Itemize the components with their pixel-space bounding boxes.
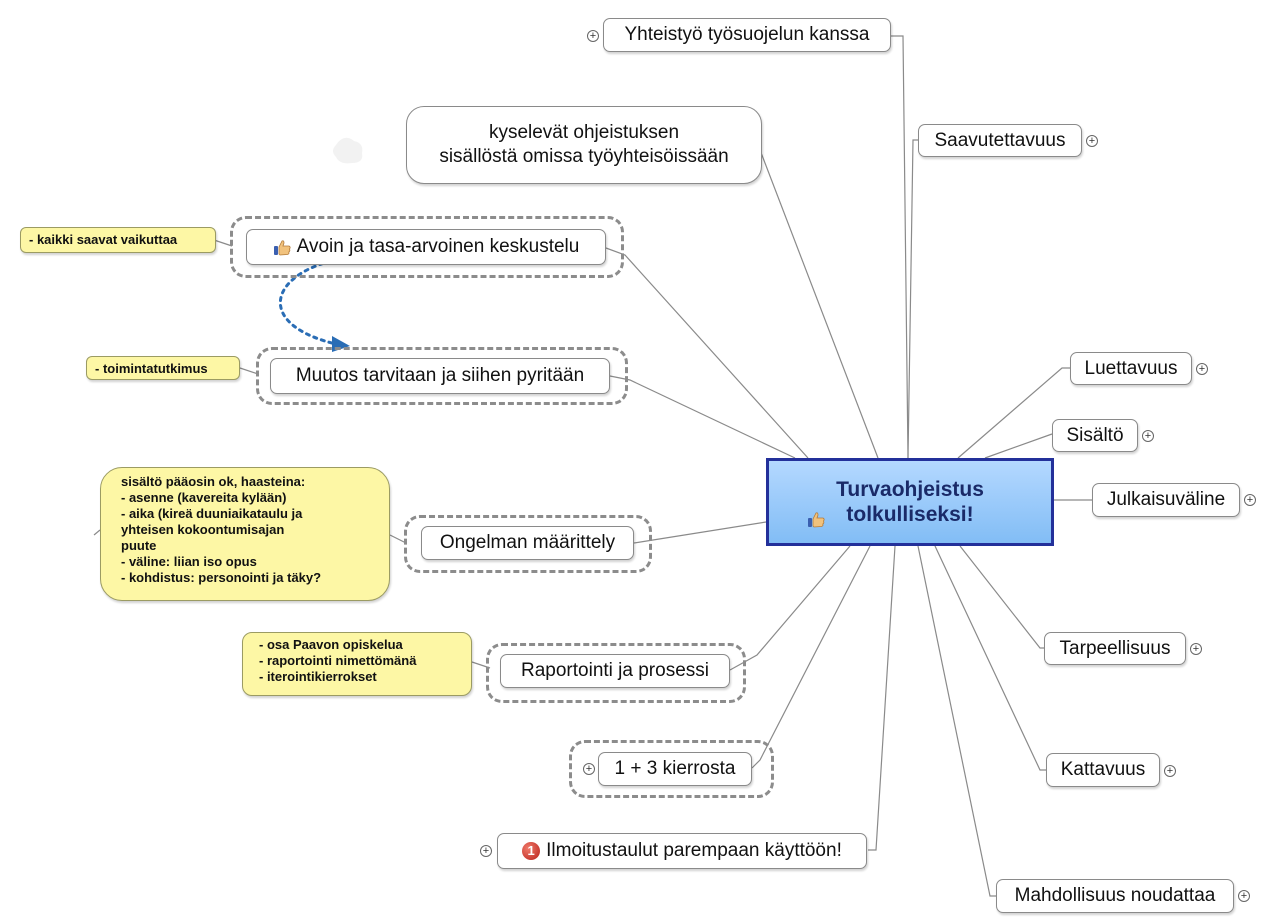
note-ongelma-line: - väline: liian iso opus xyxy=(121,554,257,569)
note-raportointi-line: - iterointikierrokset xyxy=(259,669,377,684)
note-raportointi-line: - osa Paavon opiskelua xyxy=(259,637,403,652)
note-avoin[interactable]: - kaikki saavat vaikuttaa xyxy=(20,227,216,253)
expand-icon-kattavuus[interactable]: + xyxy=(1164,765,1176,777)
connector-kyselevat xyxy=(759,149,879,459)
connector-ilmoitustaulut xyxy=(868,545,896,851)
expand-icon-saavutettavuus[interactable]: + xyxy=(1086,135,1098,147)
topic-kyselevat-line2: sisällöstä omissa työyhteisöissään xyxy=(439,146,729,167)
boundary-ongelma xyxy=(404,515,652,573)
topic-yhteistyo-label: Yhteistyö työsuojelun kanssa xyxy=(624,24,870,45)
connector-mahdollisuus xyxy=(917,545,997,897)
topic-kyselevat[interactable]: kyselevät ohjeistuksen sisällöstä omissa… xyxy=(406,106,762,184)
boundary-muutos xyxy=(256,347,628,405)
note-raportointi[interactable]: - osa Paavon opiskelua - raportointi nim… xyxy=(242,632,472,696)
expand-icon-julkaisuvaline[interactable]: + xyxy=(1244,494,1256,506)
note-ongelma[interactable]: sisältö pääosin ok, haasteina: - asenne … xyxy=(100,467,390,601)
topic-mahdollisuus-label: Mahdollisuus noudattaa xyxy=(1014,885,1216,906)
note-raportointi-line: - raportointi nimettömänä xyxy=(259,653,417,668)
priority-badge-icon: 1 xyxy=(522,842,541,860)
central-title: Turvaohjeistus tolkulliseksi! xyxy=(836,477,984,527)
central-topic[interactable]: Turvaohjeistus tolkulliseksi! xyxy=(766,458,1054,546)
expand-icon-mahdollisuus[interactable]: + xyxy=(1238,890,1250,902)
connector-sisalto xyxy=(984,433,1053,459)
topic-ongelma-label: Ongelman määrittely xyxy=(439,532,616,553)
topic-kierrosta-label: 1 + 3 kierrosta xyxy=(614,758,736,779)
note-ongelma-line: - aika (kireä duuniaikataulu ja xyxy=(121,506,303,521)
note-ongelma-line: puute xyxy=(121,538,157,553)
connector-avoin xyxy=(605,247,809,459)
topic-raportointi-label: Raportointi ja prosessi xyxy=(521,660,709,681)
topic-ongelma[interactable]: Ongelman määrittely xyxy=(421,526,634,560)
topic-avoin-label: Avoin ja tasa-arvoinen keskustelu xyxy=(296,236,580,257)
connector-ongelma xyxy=(633,521,767,544)
connector-luettavuus xyxy=(957,367,1070,459)
expand-icon-sisalto[interactable]: + xyxy=(1142,430,1154,442)
topic-muutos[interactable]: Muutos tarvitaan ja siihen pyritään xyxy=(270,358,610,394)
topic-luettavuus[interactable]: Luettavuus xyxy=(1070,352,1192,385)
connector-muutos xyxy=(609,375,796,459)
connector-yhteistyo xyxy=(890,35,909,459)
topic-kattavuus[interactable]: Kattavuus xyxy=(1046,753,1160,787)
note-muutos-text: - toimintatutkimus xyxy=(95,361,208,376)
topic-kyselevat-line1: kyselevät ohjeistuksen xyxy=(488,122,680,143)
note-ongelma-line: - kohdistus: personointi ja täky? xyxy=(121,570,322,585)
topic-luettavuus-label: Luettavuus xyxy=(1084,357,1178,379)
connector-note-muutos xyxy=(239,367,259,375)
expand-icon-tarpeellisuus[interactable]: + xyxy=(1190,643,1202,655)
thumbs-up-icon xyxy=(273,240,291,256)
boundary-kierrosta xyxy=(569,740,774,798)
note-ongelma-line: yhteisen kokoontumisajan xyxy=(121,522,285,537)
topic-mahdollisuus[interactable]: Mahdollisuus noudattaa xyxy=(996,879,1234,913)
central-title-line1: Turvaohjeistus xyxy=(836,478,984,501)
decor-blot xyxy=(333,137,363,164)
note-ongelma-line: sisältö pääosin ok, haasteina: xyxy=(121,474,306,489)
topic-ilmoitustaulut[interactable]: 1 Ilmoitustaulut parempaan käyttöön! xyxy=(497,833,867,869)
topic-raportointi[interactable]: Raportointi ja prosessi xyxy=(500,654,730,688)
boundary-raportointi xyxy=(486,643,746,703)
topic-sisalto[interactable]: Sisältö xyxy=(1052,419,1138,452)
topic-julkaisuvaline[interactable]: Julkaisuväline xyxy=(1092,483,1240,517)
topic-sisalto-label: Sisältö xyxy=(1066,424,1124,446)
expand-icon-kierrosta[interactable]: + xyxy=(583,763,595,775)
note-avoin-text: - kaikki saavat vaikuttaa xyxy=(29,232,178,247)
note-muutos[interactable]: - toimintatutkimus xyxy=(86,356,240,380)
note-ongelma-line: - asenne (kavereita kylään) xyxy=(121,490,287,505)
topic-tarpeellisuus-label: Tarpeellisuus xyxy=(1059,637,1171,659)
connector-note-avoin xyxy=(213,239,233,247)
expand-icon-luettavuus[interactable]: + xyxy=(1196,363,1208,375)
thumbs-up-icon xyxy=(807,509,825,528)
topic-kattavuus-label: Kattavuus xyxy=(1060,759,1146,780)
connector-tarpeellisuus xyxy=(959,545,1045,649)
topic-kierrosta[interactable]: 1 + 3 kierrosta xyxy=(598,752,752,786)
connector-saavutettavuus xyxy=(907,139,920,459)
expand-icon-yhteistyo[interactable]: + xyxy=(587,30,599,42)
topic-avoin[interactable]: Avoin ja tasa-arvoinen keskustelu xyxy=(246,229,606,265)
topic-tarpeellisuus[interactable]: Tarpeellisuus xyxy=(1044,632,1186,665)
connector-note-ongelma xyxy=(389,534,407,544)
connector-raportointi xyxy=(729,545,851,671)
connector-kierrosta xyxy=(751,545,871,769)
topic-julkaisuvaline-label: Julkaisuväline xyxy=(1106,489,1226,510)
topic-saavutettavuus[interactable]: Saavutettavuus xyxy=(918,124,1082,157)
expand-icon-ilmoitustaulut[interactable]: + xyxy=(480,845,492,857)
topic-ilmoitustaulut-label: Ilmoitustaulut parempaan käyttöön! xyxy=(546,840,842,861)
topic-saavutettavuus-label: Saavutettavuus xyxy=(934,129,1066,151)
topic-muutos-label: Muutos tarvitaan ja siihen pyritään xyxy=(295,365,585,386)
connector-note-ongelma-left xyxy=(93,529,101,536)
boundary-avoin xyxy=(230,216,624,278)
connector-kattavuus xyxy=(934,545,1046,771)
topic-yhteistyo[interactable]: Yhteistyö työsuojelun kanssa xyxy=(603,18,891,52)
central-title-line2: tolkulliseksi! xyxy=(846,503,974,526)
